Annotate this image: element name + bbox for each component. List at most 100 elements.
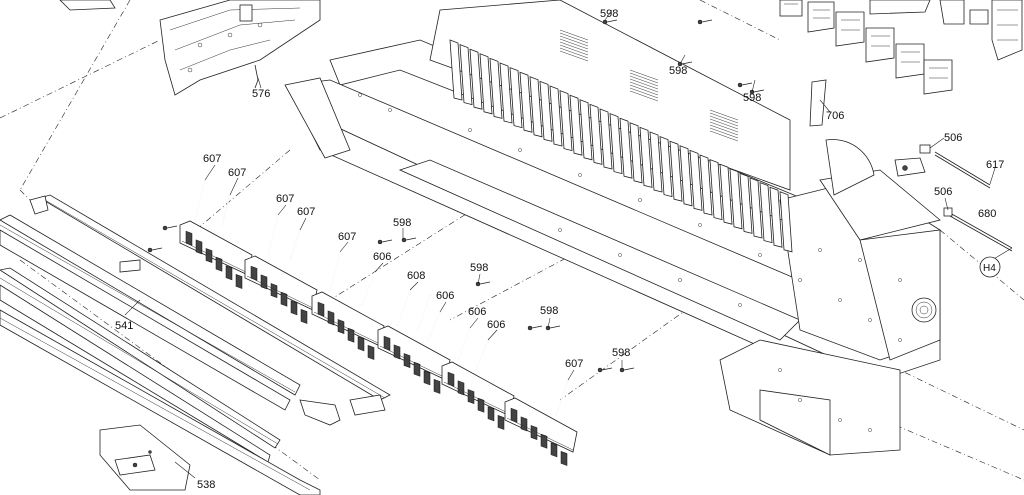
guide-rib bbox=[459, 44, 473, 106]
callout-538: 538 bbox=[197, 479, 215, 491]
board-chip bbox=[403, 353, 411, 368]
guide-rib bbox=[659, 136, 673, 198]
vent-slot bbox=[709, 124, 739, 136]
spring-pin-core bbox=[267, 214, 279, 256]
guide-rib bbox=[639, 126, 653, 188]
spring-pin-core bbox=[457, 327, 471, 361]
callout-h4-circle bbox=[979, 256, 1001, 278]
spring-pin-core bbox=[555, 379, 569, 416]
vent-slot bbox=[559, 44, 589, 56]
callout-607: 607 bbox=[276, 193, 294, 205]
circuit-board bbox=[504, 397, 578, 466]
screw-shank bbox=[701, 19, 713, 23]
vent-slot bbox=[559, 38, 589, 50]
guide-rib bbox=[669, 140, 683, 202]
vent-slot bbox=[559, 50, 589, 62]
guide-rib bbox=[479, 53, 493, 115]
vent-slot bbox=[709, 130, 739, 142]
board-chip bbox=[195, 239, 203, 255]
board-chip bbox=[260, 274, 268, 290]
mount-hole bbox=[758, 253, 762, 257]
screw bbox=[597, 367, 603, 373]
board-outline bbox=[504, 397, 578, 453]
screw-shank bbox=[606, 19, 618, 23]
board-edge bbox=[313, 311, 381, 345]
mount-hole bbox=[738, 303, 742, 307]
mount-hole bbox=[818, 248, 822, 252]
board-chip bbox=[215, 256, 223, 272]
spring-pin-core bbox=[221, 194, 231, 226]
screw-shank bbox=[166, 225, 178, 229]
callout-541: 541 bbox=[115, 320, 133, 332]
guide-rib bbox=[599, 108, 613, 170]
main-frame-chassis bbox=[284, 0, 941, 456]
callout-576: 576 bbox=[252, 88, 270, 100]
mount-hole bbox=[618, 253, 622, 257]
screw bbox=[602, 19, 608, 25]
board-edge bbox=[181, 240, 249, 274]
guide-rib bbox=[579, 99, 593, 161]
guide-rib bbox=[609, 113, 623, 175]
board-chip bbox=[467, 389, 475, 404]
part-538-bracket bbox=[99, 424, 191, 491]
board-chip bbox=[367, 345, 375, 360]
mount-hole bbox=[868, 428, 872, 432]
cable-parts bbox=[809, 79, 1013, 252]
callout-607: 607 bbox=[565, 358, 583, 370]
spring-pin-core bbox=[427, 311, 441, 341]
mount-hole bbox=[518, 148, 522, 152]
mount-hole bbox=[868, 318, 872, 322]
screw-shank bbox=[405, 237, 417, 241]
callout-617: 617 bbox=[986, 159, 1004, 171]
top-right-clips bbox=[779, 0, 1023, 95]
mount-hole bbox=[898, 278, 902, 282]
guide-rib bbox=[559, 90, 573, 152]
guide-rib bbox=[549, 85, 563, 147]
mount-hole bbox=[858, 258, 862, 262]
board-edge bbox=[246, 275, 314, 309]
mount-hole bbox=[838, 298, 842, 302]
vent-slot bbox=[559, 32, 589, 44]
spring-pin-core bbox=[329, 251, 341, 293]
guide-rib bbox=[769, 186, 783, 248]
callout-598: 598 bbox=[669, 65, 687, 77]
screw-shank bbox=[151, 247, 163, 251]
vent-slot bbox=[629, 84, 659, 96]
vent-slot bbox=[629, 81, 659, 93]
callout-606: 606 bbox=[436, 290, 454, 302]
guide-rib bbox=[729, 168, 743, 230]
guide-rib bbox=[779, 191, 793, 253]
board-chip bbox=[337, 319, 345, 334]
guide-rib bbox=[679, 145, 693, 207]
vent-slot bbox=[709, 112, 739, 124]
callout-680: 680 bbox=[978, 208, 996, 220]
board-chip bbox=[477, 397, 485, 413]
vent-slot bbox=[629, 72, 659, 84]
circuit-board bbox=[441, 361, 515, 430]
board-chip bbox=[540, 433, 548, 449]
spring-pin-core bbox=[475, 339, 489, 371]
vent-slot bbox=[709, 109, 739, 121]
guide-rib bbox=[719, 163, 733, 225]
guide-rib bbox=[699, 154, 713, 216]
mount-hole bbox=[798, 398, 802, 402]
guide-rib bbox=[489, 57, 503, 119]
mount-hole bbox=[358, 93, 362, 97]
board-chip bbox=[290, 300, 298, 316]
guide-rib bbox=[529, 76, 543, 138]
circuit-board bbox=[244, 255, 318, 324]
callout-607: 607 bbox=[297, 206, 315, 218]
board-edge bbox=[443, 381, 511, 415]
screw-shank bbox=[381, 239, 393, 243]
guide-rib bbox=[739, 172, 753, 234]
mount-hole bbox=[638, 198, 642, 202]
screw bbox=[147, 247, 153, 253]
vent-slot bbox=[709, 121, 739, 133]
mount-hole bbox=[558, 228, 562, 232]
guide-rib bbox=[649, 131, 663, 193]
board-chip bbox=[550, 442, 558, 458]
mount-hole bbox=[798, 278, 802, 282]
guide-ribs bbox=[449, 39, 793, 253]
screw-parts bbox=[147, 19, 765, 373]
